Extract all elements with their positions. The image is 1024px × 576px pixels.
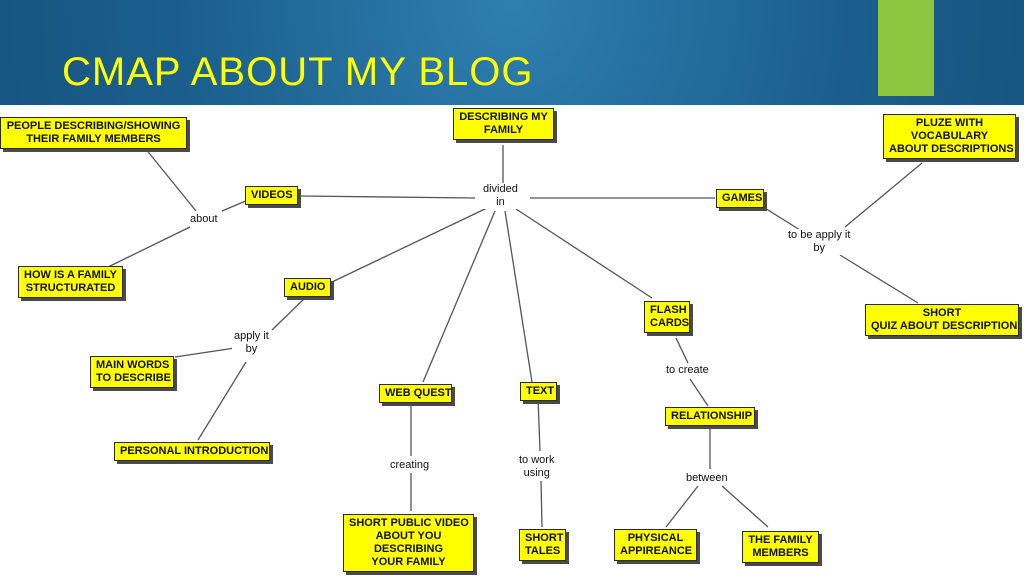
concept-short-public-video: SHORT PUBLIC VIDEO ABOUT YOU DESCRIBING … [343,514,474,572]
concept-short-tales: SHORT TALES [519,529,566,561]
link-line [537,397,541,452]
link-label-to-be-apply-it-by: to be apply it by [786,229,853,255]
concept-how-family: HOW IS A FAMILY STRUCTURATED [18,266,123,298]
concept-games: GAMES [716,189,764,208]
link-label-between: between [684,472,730,485]
link-label-divided-in: divided in [481,183,520,209]
concept-web-quest: WEB QUEST [379,384,452,403]
concept-short-quiz: SHORT QUIZ ABOUT DESCRIPTION [865,304,1019,336]
link-line [144,147,197,212]
concept-text: TEXT [520,382,557,401]
concept-pluze-vocabulary: PLUZE WITH VOCABULARY ABOUT DESCRIPTIONS [883,114,1016,159]
concept-physical-appireance: PHYSICAL APPIREANCE [614,529,697,561]
link-line [515,208,653,299]
link-line [174,347,236,358]
link-line [665,485,699,528]
link-line [331,207,488,283]
concept-audio: AUDIO [284,278,331,297]
link-line [540,480,543,528]
link-label-to-create: to create [664,364,711,377]
link-label-to-work-using: to work using [517,454,557,480]
link-line [504,210,533,383]
link-label-about: about [188,213,220,226]
link-line [689,378,709,407]
link-line [197,361,247,441]
concept-people-describing: PEOPLE DESCRIBING/SHOWING THEIR FAMILY M… [0,117,187,149]
concept-map: DESCRIBING MY FAMILY PEOPLE DESCRIBING/S… [0,105,1024,576]
link-line [299,195,476,199]
concept-links [107,145,923,528]
concept-relationship: RELATIONSHIP [665,407,755,426]
link-line [844,162,923,228]
concept-main-words: MAIN WORDS TO DESCRIBE [90,356,174,388]
link-line [271,296,307,331]
link-line [839,254,919,304]
concept-the-family-members: THE FAMILY MEMBERS [742,531,819,563]
accent-bar [878,0,934,96]
link-line [422,210,496,383]
slide-title: CMAP ABOUT MY BLOG [62,50,534,94]
link-line [107,226,191,268]
link-line [721,485,769,528]
link-line [759,204,801,231]
concept-personal-introduction: PERSONAL INTRODUCTION [114,442,270,461]
concept-describing-my-family: DESCRIBING MY FAMILY [453,108,554,140]
concept-flash-cards: FLASH CARDS [644,301,690,333]
link-label-apply-it-by: apply it by [232,330,271,356]
link-label-creating: creating [388,459,432,472]
link-line [221,199,249,212]
link-line [675,337,689,364]
concept-videos: VIDEOS [245,186,298,205]
